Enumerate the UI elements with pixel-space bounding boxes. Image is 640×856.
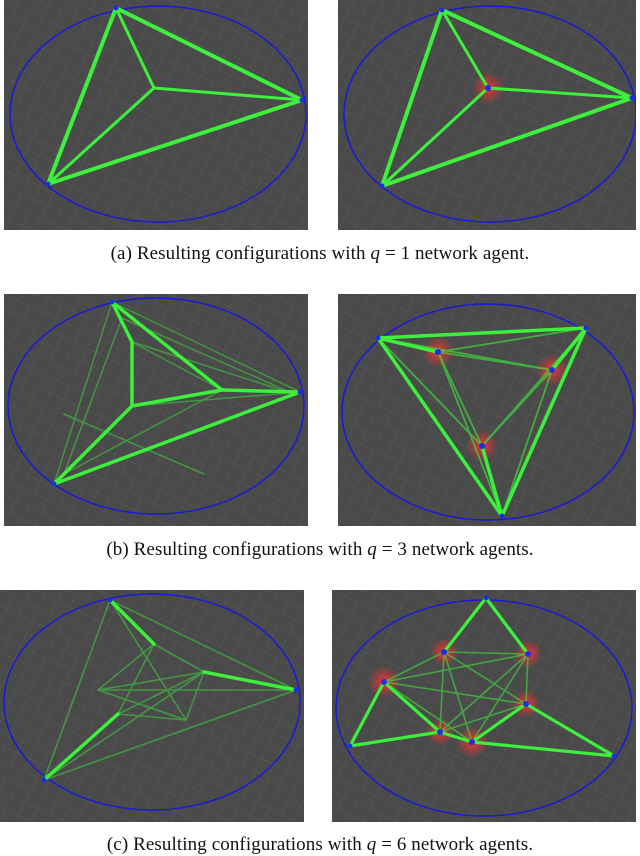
panel-b-left [4, 294, 308, 526]
boundary-ellipse [7, 297, 305, 515]
panel-a-left [4, 0, 308, 230]
sim-view-b-right [338, 294, 636, 526]
boundary-ellipse [343, 5, 636, 223]
panel-b-right [338, 294, 636, 526]
boundary-ellipse [3, 593, 301, 811]
caption-a: (a) Resulting configurations with q = 1 … [110, 243, 530, 264]
network-edges [46, 6, 304, 186]
network-edges [42, 598, 298, 782]
sim-view-c-right [332, 590, 636, 822]
agent-dots [45, 5, 305, 187]
caption-b: (b) Resulting configurations with q = 3 … [106, 539, 534, 560]
agent-dots [51, 299, 303, 487]
caption-c: (c) Resulting configurations with q = 6 … [106, 834, 534, 855]
agent-dots [41, 597, 299, 783]
sim-view-c-left [0, 590, 304, 822]
network-edges [348, 596, 616, 758]
agent-dots [375, 325, 589, 519]
panel-c-left [0, 590, 304, 822]
agent-dots [379, 7, 635, 189]
panel-a-right [338, 0, 636, 230]
network-edges [376, 326, 588, 518]
sim-view-b-left [4, 294, 308, 526]
agent-dots [347, 595, 617, 759]
boundary-ellipse [9, 5, 307, 223]
sim-view-a-left [4, 0, 308, 230]
network-edges [380, 8, 634, 188]
sim-view-a-right [338, 0, 636, 230]
network-edges [52, 300, 302, 486]
boundary-ellipse [341, 303, 635, 521]
panel-c-right [332, 590, 636, 822]
